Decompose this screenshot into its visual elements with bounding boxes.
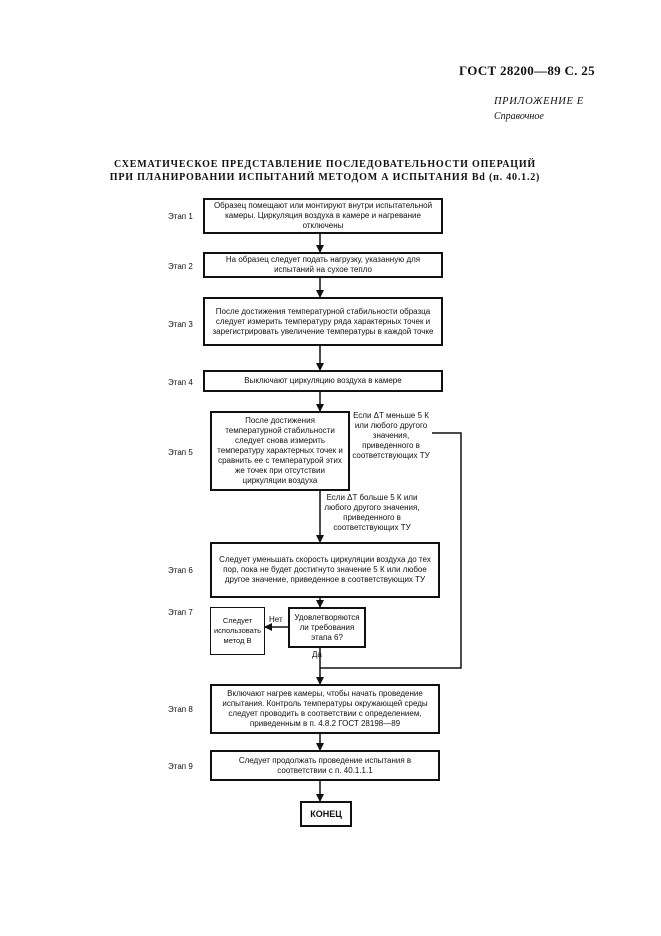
appendix-type: Справочное (494, 111, 544, 122)
step-5-text: После достижения температурной стабильно… (217, 416, 343, 485)
step-6-text: Следует уменьшать скорость циркуляции во… (219, 555, 431, 584)
step-1-box: Образец помещают или монтируют внутри ис… (203, 198, 443, 234)
step-label-8: Этап 8 (168, 705, 193, 714)
page-header: ГОСТ 28200—89 С. 25 (459, 63, 595, 78)
end-box: КОНЕЦ (300, 801, 352, 827)
step-5-box: После достижения температурной стабильно… (210, 411, 350, 491)
step-8-text: Включают нагрев камеры, чтобы начать про… (222, 689, 428, 728)
title-line-1: СХЕМАТИЧЕСКОЕ ПРЕДСТАВЛЕНИЕ ПОСЛЕДОВАТЕЛ… (114, 159, 536, 170)
branch-note-more: Если ΔT больше 5 К или любого другого зн… (324, 493, 420, 532)
step-2-text: На образец следует подать нагрузку, указ… (225, 255, 421, 274)
step-7-question-text: Удовлетворяются ли требования этапа 6? (294, 612, 360, 642)
method-b-text: Следует использовать метод В (213, 616, 262, 645)
step-4-text: Выключают циркуляцию воздуха в камере (244, 376, 402, 385)
step-label-7: Этап 7 (168, 608, 193, 617)
document-title: СХЕМАТИЧЕСКОЕ ПРЕДСТАВЛЕНИЕ ПОСЛЕДОВАТЕЛ… (60, 158, 590, 184)
branch-label-no: Нет (269, 615, 283, 624)
branch-label-yes: Да (312, 650, 322, 659)
step-label-6: Этап 6 (168, 566, 193, 575)
step-label-9: Этап 9 (168, 762, 193, 771)
step-label-5: Этап 5 (168, 448, 193, 457)
step-1-text: Образец помещают или монтируют внутри ис… (213, 201, 433, 230)
step-9-text: Следует продолжать проведение испытания … (238, 755, 412, 775)
step-label-2: Этап 2 (168, 262, 193, 271)
step-label-4: Этап 4 (168, 378, 193, 387)
step-8-box: Включают нагрев камеры, чтобы начать про… (210, 684, 440, 734)
step-7-question-box: Удовлетворяются ли требования этапа 6? (288, 607, 366, 648)
step-4-box: Выключают циркуляцию воздуха в камере (203, 370, 443, 392)
end-text: КОНЕЦ (310, 809, 342, 819)
step-label-1: Этап 1 (168, 212, 193, 221)
appendix-label: ПРИЛОЖЕНИЕ Е (494, 96, 584, 107)
step-3-text: После достижения температурной стабильно… (212, 306, 434, 336)
step-2-box: На образец следует подать нагрузку, указ… (203, 252, 443, 278)
branch-note-less: Если ΔT меньше 5 К или любого другого зн… (352, 411, 430, 460)
step-3-box: После достижения температурной стабильно… (203, 297, 443, 346)
step-6-box: Следует уменьшать скорость циркуляции во… (210, 542, 440, 598)
method-b-box: Следует использовать метод В (210, 607, 265, 655)
step-9-box: Следует продолжать проведение испытания … (210, 750, 440, 781)
title-line-2: ПРИ ПЛАНИРОВАНИИ ИСПЫТАНИЙ МЕТОДОМ А ИСП… (109, 172, 541, 183)
step-label-3: Этап 3 (168, 320, 193, 329)
